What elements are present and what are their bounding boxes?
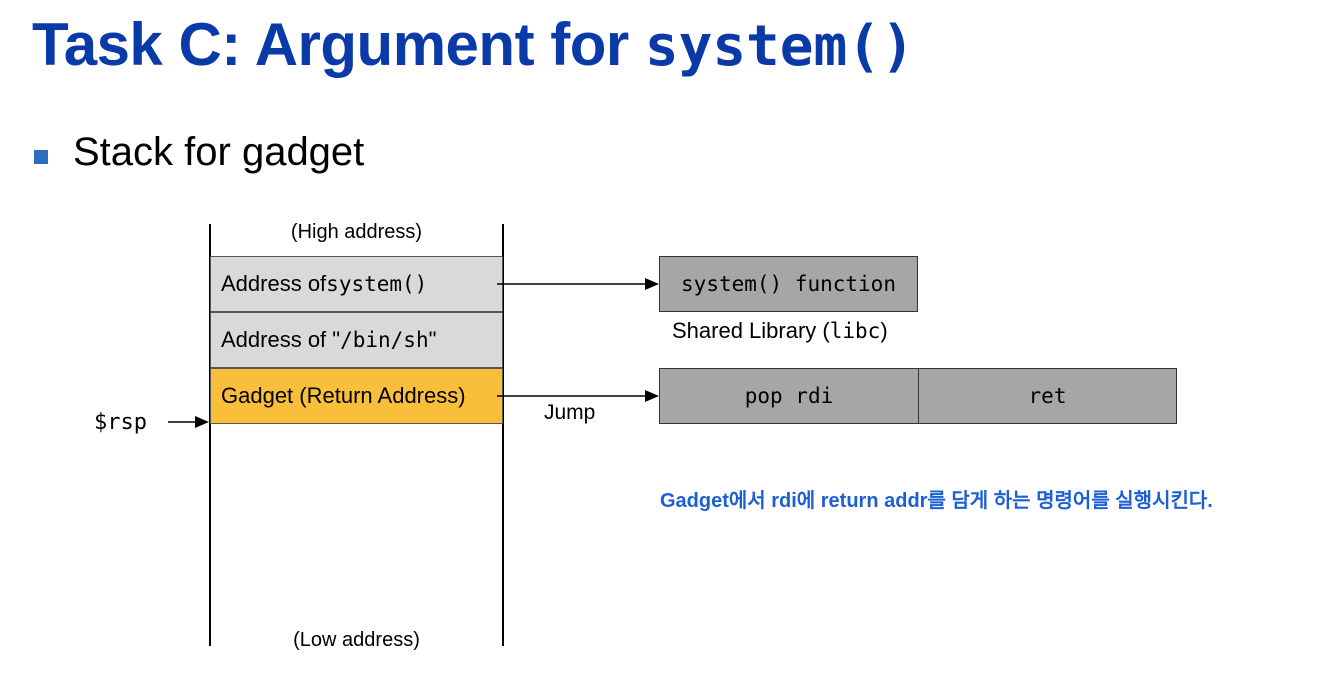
cell-prefix: Address of ": [221, 327, 341, 352]
title-text: Task C: Argument for: [32, 11, 645, 78]
system-function-box: system() function: [659, 256, 918, 312]
cell-suffix: ": [428, 327, 437, 352]
stack-left-border: [209, 224, 211, 646]
arrow-to-system-function: [497, 278, 659, 290]
low-address-label: (Low address): [293, 629, 420, 651]
caption-suffix: ): [880, 318, 888, 343]
stack-right-border: [502, 224, 504, 646]
slide-title: Task C: Argument for system(): [32, 10, 915, 79]
high-address-label: (High address): [290, 221, 423, 243]
gadget-instr-pop-rdi: pop rdi: [659, 368, 919, 424]
bullet-text: Stack for gadget: [73, 130, 365, 174]
shared-library-caption: Shared Library (libc): [672, 318, 888, 344]
rsp-label: $rsp: [94, 410, 147, 435]
stack-cell-gadget-return-address: Gadget (Return Address): [210, 368, 503, 424]
korean-note: Gadget에서 rdi에 return addr를 담게 하는 명령어를 실행…: [660, 490, 1213, 512]
cell-prefix: Gadget (Return Address): [221, 383, 466, 408]
caption-code: libc: [829, 319, 881, 343]
cell-prefix: Address of: [221, 271, 327, 296]
bullet-square-icon: [34, 150, 48, 164]
gadget-instr-ret: ret: [918, 368, 1177, 424]
cell-code: system(): [326, 272, 428, 296]
arrow-jump-to-gadget: [497, 390, 659, 402]
stack-cell-binsh-address: Address of "/bin/sh": [210, 312, 503, 368]
title-code: system(): [644, 14, 915, 79]
jump-label: Jump: [544, 401, 596, 424]
arrow-rsp-pointer: [168, 416, 209, 428]
caption-prefix: Shared Library (: [672, 318, 830, 343]
cell-code: /bin/sh: [340, 328, 429, 352]
stack-cell-system-address: Address of system(): [210, 256, 503, 312]
